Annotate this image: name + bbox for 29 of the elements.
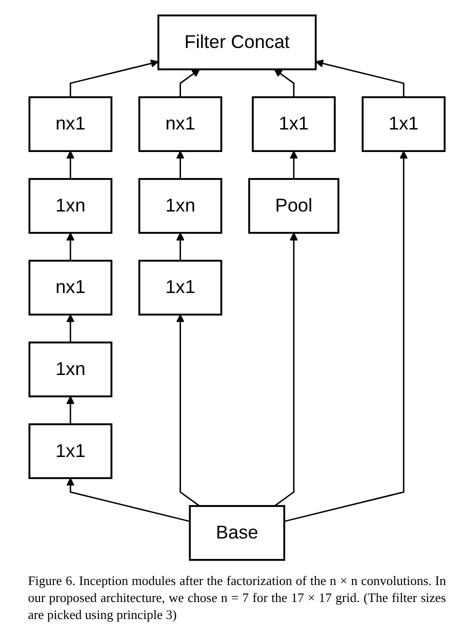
arrow — [284, 150, 408, 522]
node-box: 1xn — [138, 178, 222, 234]
node-box: Base — [188, 505, 286, 561]
arrow — [66, 396, 74, 424]
arrow — [315, 59, 404, 98]
arrow — [70, 59, 159, 98]
node-box: 1xn — [28, 178, 112, 234]
node-box: nx1 — [138, 96, 222, 152]
arrow — [176, 150, 184, 179]
arrow — [66, 478, 190, 522]
arrow — [66, 150, 74, 179]
arrow — [66, 314, 74, 342]
arrow — [180, 68, 200, 98]
node-box: 1x1 — [362, 96, 446, 152]
arrow — [176, 314, 200, 507]
arrow — [274, 68, 294, 98]
arrow — [274, 232, 298, 507]
arrow — [290, 150, 298, 179]
node-box: 1x1 — [138, 260, 222, 316]
node-box: nx1 — [28, 96, 112, 152]
node-box: 1x1 — [252, 96, 336, 152]
node-box: Pool — [248, 178, 340, 234]
node-box: nx1 — [28, 260, 112, 316]
node-box: Filter Concat — [157, 14, 317, 70]
arrow — [176, 232, 184, 261]
node-box: 1x1 — [28, 423, 112, 480]
node-box: 1xn — [28, 342, 112, 398]
figure-caption: Figure 6. Inception modules after the factorization of the n × n convolutions. In our proposed architecture, we chose n = 7 for the 17 × 17 grid. (The filter sizes are picked using principle 3) — [27, 572, 447, 624]
arrow — [66, 232, 74, 261]
